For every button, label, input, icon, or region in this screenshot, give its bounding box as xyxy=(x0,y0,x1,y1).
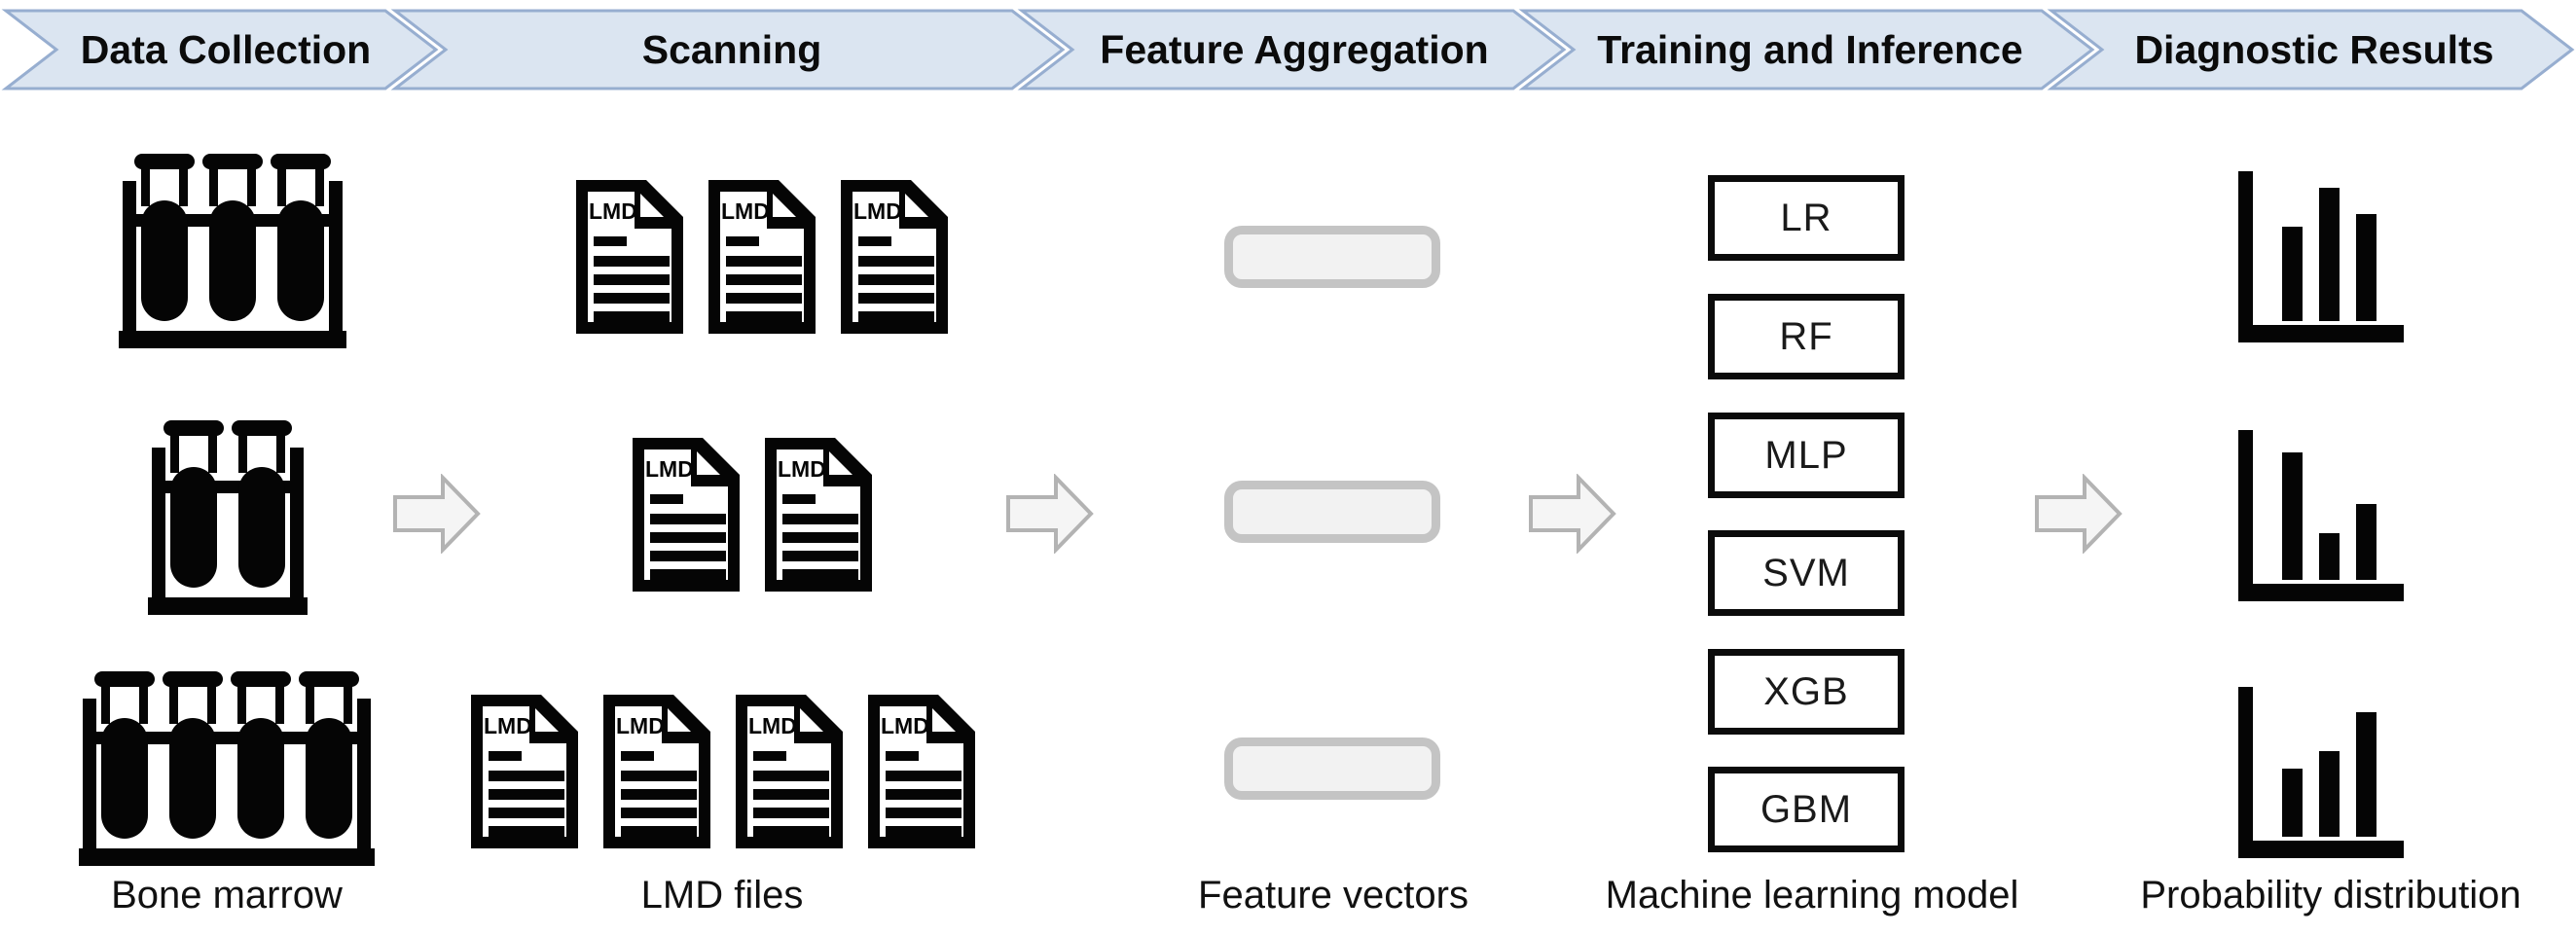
model-box-xgb: XGB xyxy=(1708,649,1905,735)
stage-chevron-diagnostic-results: Diagnostic Results xyxy=(2047,9,2575,90)
flow-arrow-icon xyxy=(393,473,481,555)
caption-probability-distribution: Probability distribution xyxy=(2140,874,2522,917)
model-label: LR xyxy=(1780,196,1832,239)
feature-vector-placeholder xyxy=(1224,226,1440,288)
stage-chevron-training-inference: Training and Inference xyxy=(1518,9,2095,90)
icon-slot xyxy=(2238,171,2406,347)
caption-lmd-files: LMD files xyxy=(640,874,804,917)
feature-vector-placeholder xyxy=(1224,481,1440,543)
test-tube-rack-icon xyxy=(79,671,375,866)
stage-chevron-scanning: Scanning xyxy=(390,9,1066,90)
file-type-label: LMD xyxy=(645,456,694,482)
chevron-shape xyxy=(1518,9,2095,90)
file-type-label: LMD xyxy=(881,713,929,738)
icon-slot: LMD xyxy=(572,178,687,341)
icon-slot: LMD xyxy=(732,693,847,855)
lmd-file-icon: LMD xyxy=(603,695,710,848)
model-box-svm: SVM xyxy=(1708,530,1905,616)
stage-label-feature-aggregation: Feature Aggregation xyxy=(1100,27,1488,72)
icon-slot: LMD xyxy=(864,693,979,855)
lmd-file-icon: LMD xyxy=(841,180,948,334)
icon-slot xyxy=(1528,473,1617,558)
lmd-file-icon: LMD xyxy=(736,695,843,848)
icon-slot xyxy=(2034,473,2123,558)
bar-chart-icon xyxy=(2238,687,2404,858)
caption-bone-marrow: Bone marrow xyxy=(111,874,343,917)
icon-slot: LMD xyxy=(467,693,582,855)
model-label: GBM xyxy=(1760,787,1853,831)
chevron-shape xyxy=(1,9,439,90)
file-type-label: LMD xyxy=(484,713,532,738)
test-tube-rack-icon xyxy=(148,420,308,615)
caption-machine-learning-model: Machine learning model xyxy=(1605,874,2019,917)
icon-slot: LMD xyxy=(705,178,819,341)
bar-chart-icon xyxy=(2238,171,2404,342)
lmd-file-icon: LMD xyxy=(868,695,975,848)
file-type-label: LMD xyxy=(853,198,902,224)
icon-slot xyxy=(119,154,346,353)
icon-slot: LMD xyxy=(599,693,714,855)
caption-feature-vectors: Feature vectors xyxy=(1198,874,1469,917)
icon-slot xyxy=(148,420,308,620)
chevron-shape xyxy=(390,9,1066,90)
stage-label-training-inference: Training and Inference xyxy=(1597,27,2022,72)
feature-vector-placeholder xyxy=(1224,737,1440,800)
stage-chevron-feature-aggregation: Feature Aggregation xyxy=(1017,9,1567,90)
icon-slot: LMD xyxy=(629,436,744,598)
lmd-file-icon: LMD xyxy=(708,180,816,334)
lmd-file-icon: LMD xyxy=(633,438,740,592)
icon-slot xyxy=(2238,687,2406,863)
file-type-label: LMD xyxy=(616,713,665,738)
lmd-file-icon: LMD xyxy=(471,695,578,848)
model-label: MLP xyxy=(1764,433,1848,477)
icon-slot: LMD xyxy=(761,436,876,598)
icon-slot xyxy=(392,473,482,558)
bar-chart-icon xyxy=(2238,430,2404,601)
icon-slot xyxy=(1005,473,1095,558)
stage-label-scanning: Scanning xyxy=(642,27,822,72)
stage-chevron-data-collection: Data Collection xyxy=(1,9,439,90)
chevron-shape xyxy=(2047,9,2575,90)
stage-label-diagnostic-results: Diagnostic Results xyxy=(2134,27,2493,72)
file-type-label: LMD xyxy=(748,713,797,738)
model-box-rf: RF xyxy=(1708,294,1905,379)
stage-banner: Data Collection Scanning Feature Aggrega… xyxy=(1,9,2575,90)
model-box-gbm: GBM xyxy=(1708,767,1905,852)
model-label: RF xyxy=(1779,314,1833,358)
file-type-label: LMD xyxy=(778,456,826,482)
lmd-file-icon: LMD xyxy=(576,180,683,334)
icon-slot: LMD xyxy=(837,178,952,341)
file-type-label: LMD xyxy=(721,198,770,224)
flow-arrow-icon xyxy=(1529,473,1616,555)
flow-arrow-icon xyxy=(1006,473,1094,555)
model-box-mlp: MLP xyxy=(1708,413,1905,498)
file-type-label: LMD xyxy=(589,198,637,224)
model-label: XGB xyxy=(1763,669,1849,713)
icon-slot xyxy=(2238,430,2406,606)
model-box-lr: LR xyxy=(1708,175,1905,261)
flow-arrow-icon xyxy=(2035,473,2122,555)
chevron-shape xyxy=(1017,9,1567,90)
model-label: SVM xyxy=(1762,551,1850,594)
icon-slot xyxy=(79,671,375,871)
lmd-file-icon: LMD xyxy=(765,438,872,592)
test-tube-rack-icon xyxy=(119,154,346,348)
stage-label-data-collection: Data Collection xyxy=(81,27,371,72)
